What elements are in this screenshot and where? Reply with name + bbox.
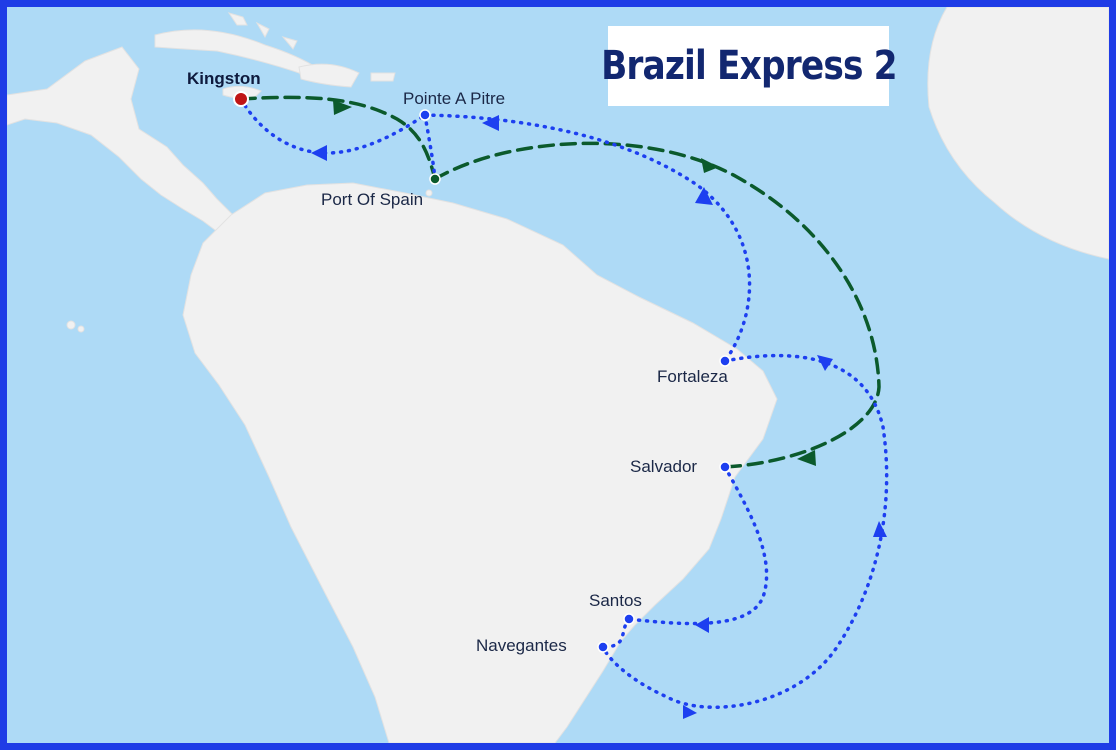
blue-arrow-2 [482, 115, 499, 131]
blue-arrow-3 [695, 187, 713, 205]
land [7, 7, 1109, 743]
label-fortaleza: Fortaleza [657, 367, 728, 386]
africa-coast [927, 7, 1109, 260]
green-route-leg-1 [239, 95, 437, 181]
marker-pointe-a-pitre [419, 109, 431, 121]
marker-salvador [719, 461, 731, 473]
route-map [7, 7, 1109, 743]
label-santos: Santos [589, 591, 642, 610]
map-title: Brazil Express 2 [600, 43, 898, 89]
label-kingston: Kingston [187, 69, 261, 88]
label-pointe-a-pitre: Pointe A Pitre [403, 89, 506, 108]
marker-navegantes [597, 641, 609, 653]
marker-kingston [233, 91, 249, 107]
port-markers [233, 91, 731, 653]
blue-route-pointe-fortaleza [423, 113, 752, 363]
blue-arrow-1 [311, 145, 327, 161]
marker-fortaleza [719, 355, 731, 367]
label-navegantes: Navegantes [476, 636, 567, 655]
blue-arrow-4 [817, 355, 833, 371]
south-america [182, 182, 778, 743]
marker-port-of-spain [429, 173, 441, 185]
green-arrow-3 [797, 450, 816, 466]
label-salvador: Salvador [630, 457, 698, 476]
blue-arrow-7 [683, 705, 697, 719]
green-route-leg-2 [433, 141, 881, 469]
marker-santos [623, 613, 635, 625]
blue-route-salvador-santos [627, 465, 769, 626]
blue-route-pointe-spain [423, 113, 437, 181]
hispaniola [298, 63, 360, 88]
label-port-of-spain: Port Of Spain [321, 190, 424, 209]
bahamas [227, 12, 298, 50]
puerto-rico [370, 72, 396, 82]
blue-arrow-5 [873, 521, 887, 537]
green-arrow-2 [701, 158, 719, 173]
green-route [239, 95, 881, 469]
green-arrow-1 [333, 100, 352, 115]
green-route-arrows [333, 100, 816, 466]
blue-route-fortaleza-navegantes [601, 353, 889, 709]
blue-route-arrows [311, 115, 887, 719]
blue-arrow-6 [695, 617, 709, 633]
title-box: Brazil Express 2 [601, 26, 897, 106]
